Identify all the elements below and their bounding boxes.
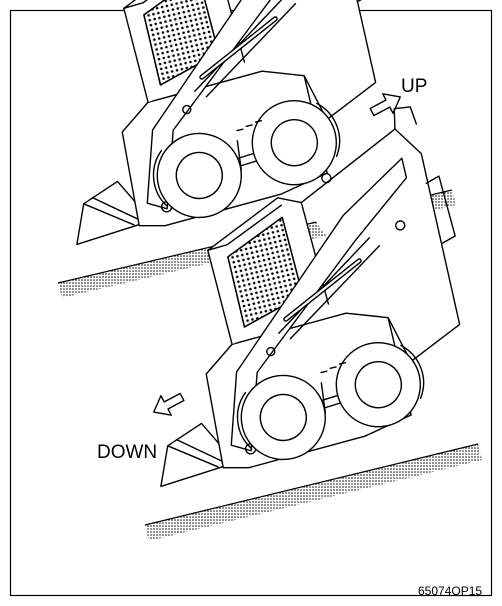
down-arrow-icon [147,386,188,423]
down-label: DOWN [97,442,158,463]
downhill-scene [89,102,497,541]
figure-code: 65074OP15 [418,584,483,598]
up-arrow-icon [366,86,407,123]
up-label: UP [401,76,428,97]
downhill-ground [145,444,482,541]
